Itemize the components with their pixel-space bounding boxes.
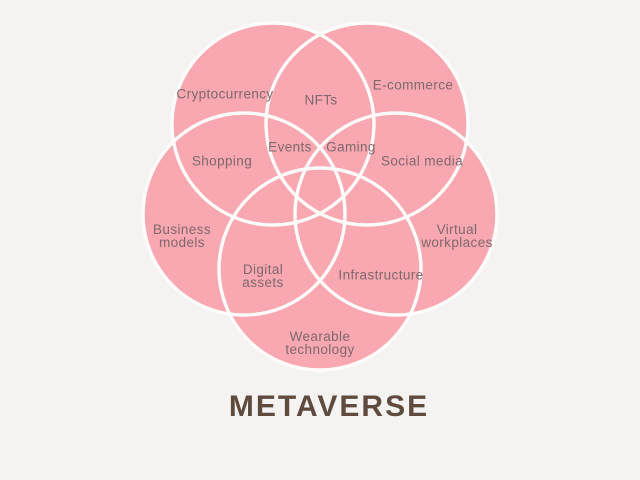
circle-virtual-workplaces-outline xyxy=(293,111,499,317)
venn-label-wearable-technology: Wearable technology xyxy=(285,329,355,357)
venn-label-e-commerce: E-commerce xyxy=(372,77,454,93)
venn-circle-fills xyxy=(143,23,497,370)
venn-label-business-models: Business models xyxy=(153,222,211,250)
venn-label-nfts: NFTs xyxy=(304,92,338,108)
venn-label-virtual-workplaces: Virtual workplaces xyxy=(421,222,493,250)
venn-label-social-media: Social media xyxy=(380,153,464,169)
venn-label-shopping: Shopping xyxy=(191,153,253,169)
venn-label-digital-assets: Digital assets xyxy=(242,262,284,290)
circle-wearable-technology-fill xyxy=(219,168,421,370)
venn-label-infrastructure: Infrastructure xyxy=(338,267,424,283)
venn-circle-outlines xyxy=(141,21,499,372)
venn-label-events: Events xyxy=(268,139,312,155)
venn-label-gaming: Gaming xyxy=(326,139,376,155)
circle-business-models-outline xyxy=(141,111,347,317)
circle-ecommerce-outline xyxy=(264,21,470,227)
diagram-title: METAVERSE xyxy=(228,390,430,423)
circle-cryptocurrency-outline xyxy=(170,21,376,227)
circle-wearable-technology-outline xyxy=(217,166,423,372)
venn-label-cryptocurrency: Cryptocurrency xyxy=(176,86,274,102)
